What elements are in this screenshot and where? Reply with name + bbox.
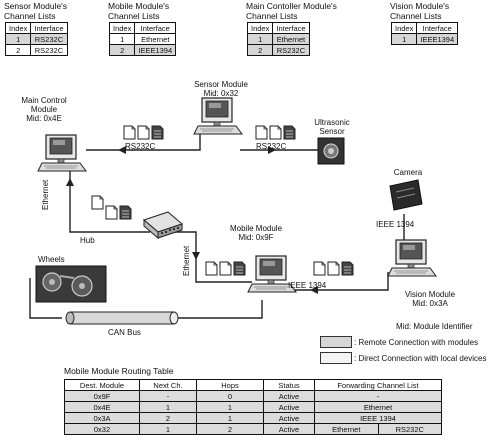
link-label-rs232c: RS232C (256, 142, 286, 151)
ultrasonic-label: Ultrasonic Sensor (308, 118, 356, 136)
cell: 1 (197, 402, 264, 413)
cell: Active (264, 424, 315, 435)
link-label-rs232c: RS232C (125, 142, 155, 151)
label-line: Sensor Module (186, 80, 256, 89)
camera-label: Camera (388, 168, 428, 177)
cell: 2 (140, 413, 197, 424)
cell: Ethernet (315, 402, 442, 413)
col-header: Dest. Module (65, 380, 140, 391)
sensor-computer-icon (194, 98, 242, 134)
link-main-hub (70, 170, 150, 232)
wheels-label: Wheels (38, 255, 65, 264)
label-line: Main Control (12, 96, 76, 105)
message-icons-main-sensor (124, 126, 163, 139)
cell: 0 (197, 391, 264, 402)
link-label-ethernet: Ethernet (182, 246, 191, 276)
hub-icon (144, 212, 182, 238)
link-mobile-can (178, 300, 262, 318)
cell: 0x9F (65, 391, 140, 402)
table-row: 0x32 1 2 Active Ethernet RS232C (65, 424, 442, 435)
label-line: Mobile Module (216, 224, 296, 233)
cell: Active (264, 402, 315, 413)
label-line: Mid: 0x32 (186, 89, 256, 98)
ultrasonic-sensor-icon (318, 138, 344, 164)
message-icons-hub-mobile (206, 262, 245, 275)
main-control-computer-icon (38, 135, 86, 171)
label-line: Mid: 0x9F (216, 233, 296, 242)
label-line: Sensor (308, 127, 356, 136)
col-header: Hops (197, 380, 264, 391)
link-label-ieee1394: IEEE 1394 (288, 281, 326, 290)
can-bus-label: CAN Bus (108, 328, 141, 337)
table-row: 0x4E 1 1 Active Ethernet (65, 402, 442, 413)
cell: 0x3A (65, 413, 140, 424)
col-header: Forwarding Channel List (315, 380, 442, 391)
cell: 2 (197, 424, 264, 435)
main-control-label: Main Control Module Mid: 0x4E (12, 96, 76, 123)
label-line: Mid: 0x4E (12, 114, 76, 123)
col-header: Status (264, 380, 315, 391)
label-line: Module (12, 105, 76, 114)
routing-table-title: Mobile Module Routing Table (64, 366, 173, 376)
arrow-icon (66, 178, 74, 186)
cell: RS232C (378, 424, 442, 435)
cell: IEEE 1394 (315, 413, 442, 424)
link-label-ethernet: Ethernet (41, 180, 50, 210)
col-header: Next Ch. (140, 380, 197, 391)
hub-label: Hub (80, 236, 95, 245)
arrow-icon (192, 252, 200, 260)
cell: 0x4E (65, 402, 140, 413)
cell: 0x32 (65, 424, 140, 435)
link-label-ieee1394: IEEE 1394 (376, 220, 414, 229)
message-icons-main-hub (92, 196, 131, 219)
vision-module-label: Vision Module Mid: 0x3A (394, 290, 466, 308)
legend-remote-swatch (320, 336, 352, 348)
message-icons-sensor-ultrasonic (256, 126, 295, 139)
cell: - (140, 391, 197, 402)
camera-icon (390, 180, 422, 210)
cell: 1 (140, 424, 197, 435)
label-line: Vision Module (394, 290, 466, 299)
legend-direct-swatch (320, 352, 352, 364)
legend-remote-text: : Remote Connection with modules (354, 338, 478, 347)
table-row: 0x9F - 0 Active - (65, 391, 442, 402)
can-bus-icon (66, 312, 178, 324)
vision-computer-icon (388, 240, 436, 276)
mobile-module-label: Mobile Module Mid: 0x9F (216, 224, 296, 242)
legend-mid-note: Mid: Module Identifier (396, 322, 472, 331)
label-line: Mid: 0x3A (394, 299, 466, 308)
label-line: Ultrasonic (308, 118, 356, 127)
routing-table: Dest. Module Next Ch. Hops Status Forwar… (64, 379, 442, 435)
cell: Active (264, 413, 315, 424)
cell: 1 (140, 402, 197, 413)
table-row: 0x3A 2 1 Active IEEE 1394 (65, 413, 442, 424)
message-icons-mobile-vision (314, 262, 353, 275)
sensor-module-label: Sensor Module Mid: 0x32 (186, 80, 256, 98)
cell: 1 (197, 413, 264, 424)
legend-direct-text: : Direct Connection with local devices (354, 354, 487, 363)
cell: Ethernet (315, 424, 379, 435)
wheels-image (36, 266, 106, 302)
cell: - (315, 391, 442, 402)
cell: Active (264, 391, 315, 402)
